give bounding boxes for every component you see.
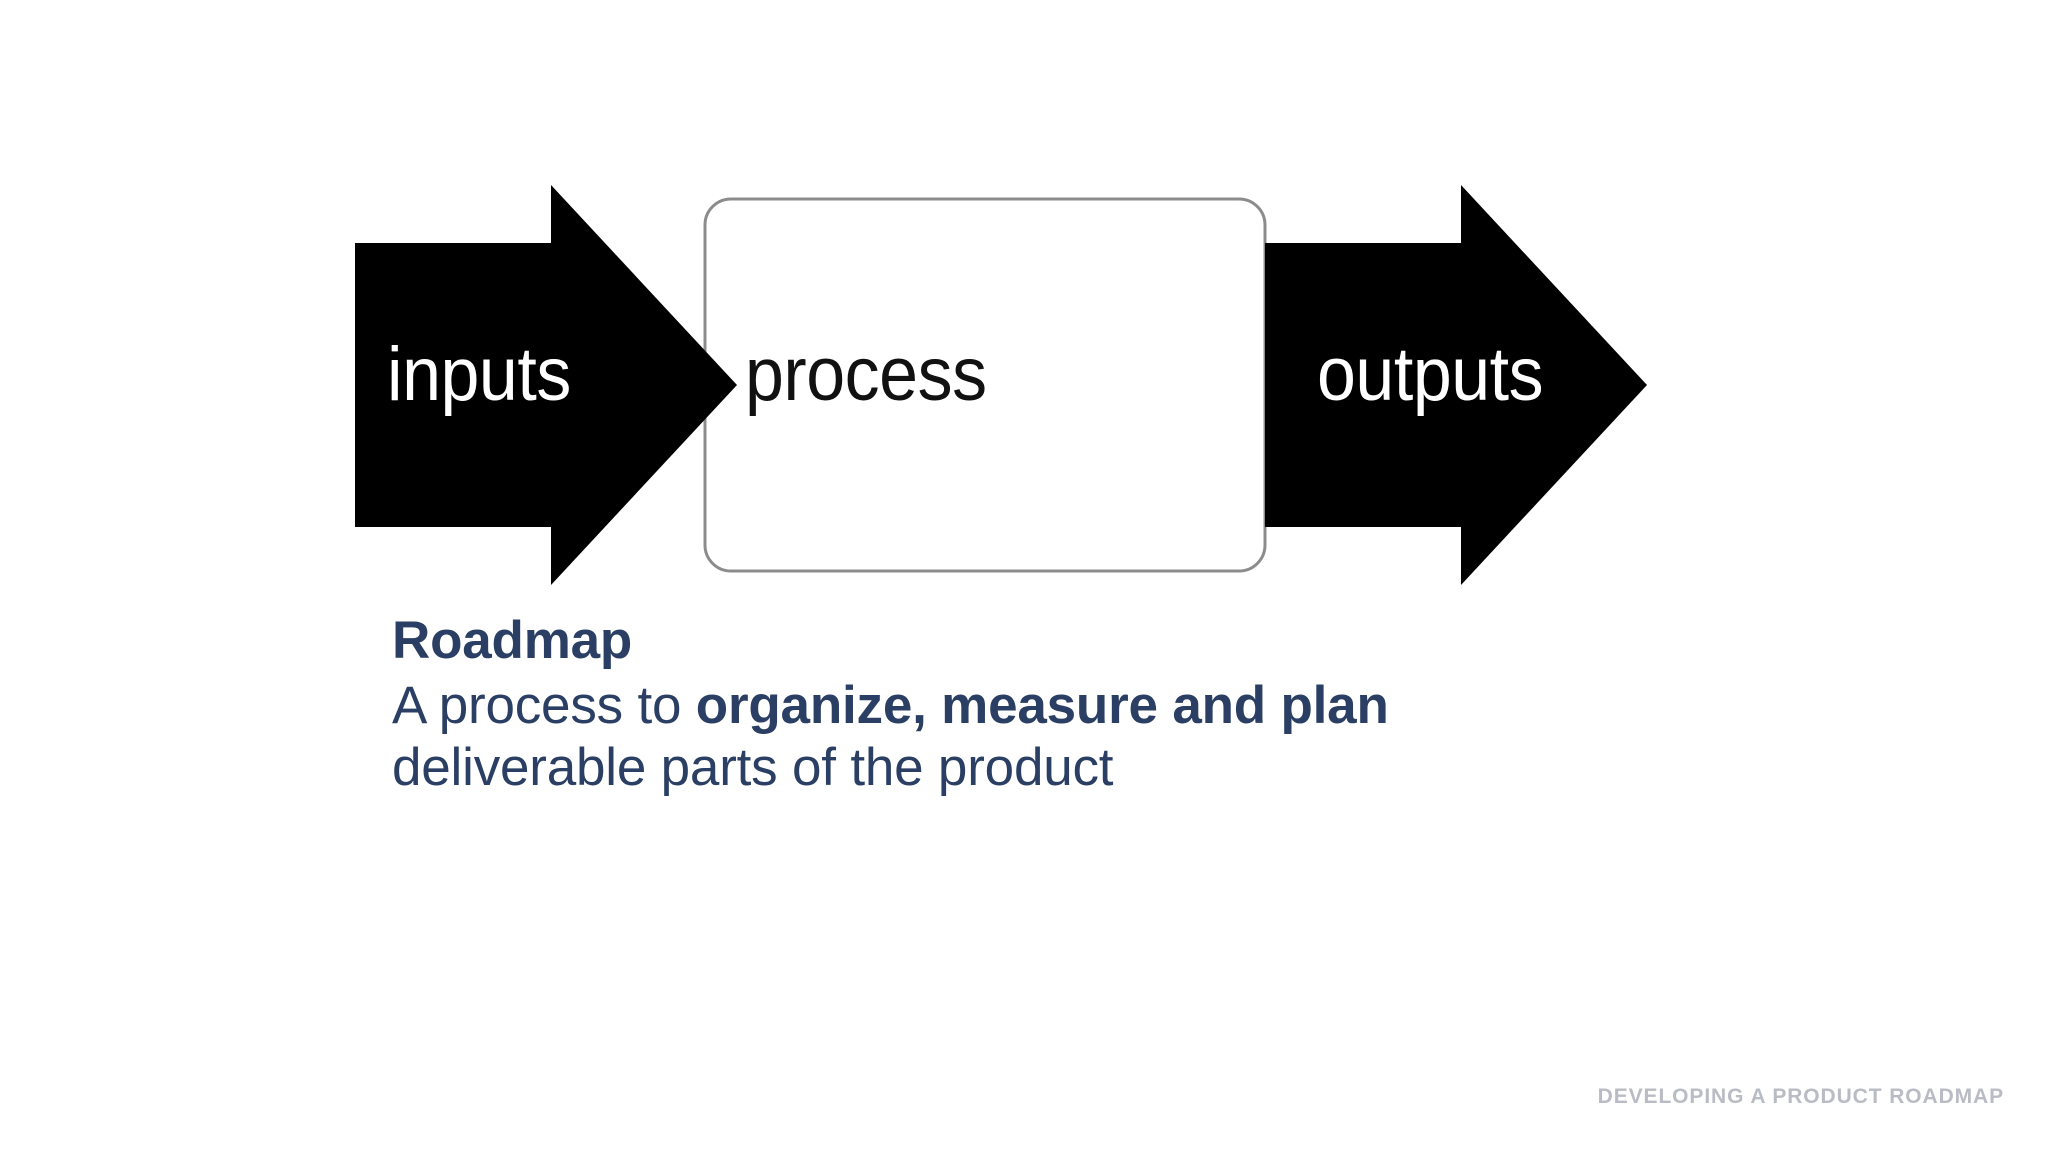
caption-line2-rest: deliverable parts of the product xyxy=(392,738,1114,798)
inputs-arrow-shape xyxy=(355,185,737,585)
ipo-diagram-shapes xyxy=(355,185,1647,585)
slide-footer: DEVELOPING A PRODUCT ROADMAP xyxy=(1597,1085,2004,1108)
caption-line2-emphasis: plan xyxy=(1280,675,1389,735)
ipo-diagram: inputs process outputs xyxy=(355,185,1715,585)
caption-line1-lead: A process to xyxy=(392,675,696,735)
outputs-arrow-shape xyxy=(1265,185,1647,585)
caption-title: Roadmap xyxy=(392,611,633,670)
caption-body: A process to organize, measure and plan … xyxy=(392,675,1607,800)
inputs-arrow-label: inputs xyxy=(387,332,571,417)
caption-line1-emphasis: organize, measure and xyxy=(695,675,1281,735)
outputs-arrow-label: outputs xyxy=(1317,332,1544,417)
process-box-label: process xyxy=(745,332,987,417)
caption-block: Roadmap A process to organize, measure a… xyxy=(392,610,1692,800)
